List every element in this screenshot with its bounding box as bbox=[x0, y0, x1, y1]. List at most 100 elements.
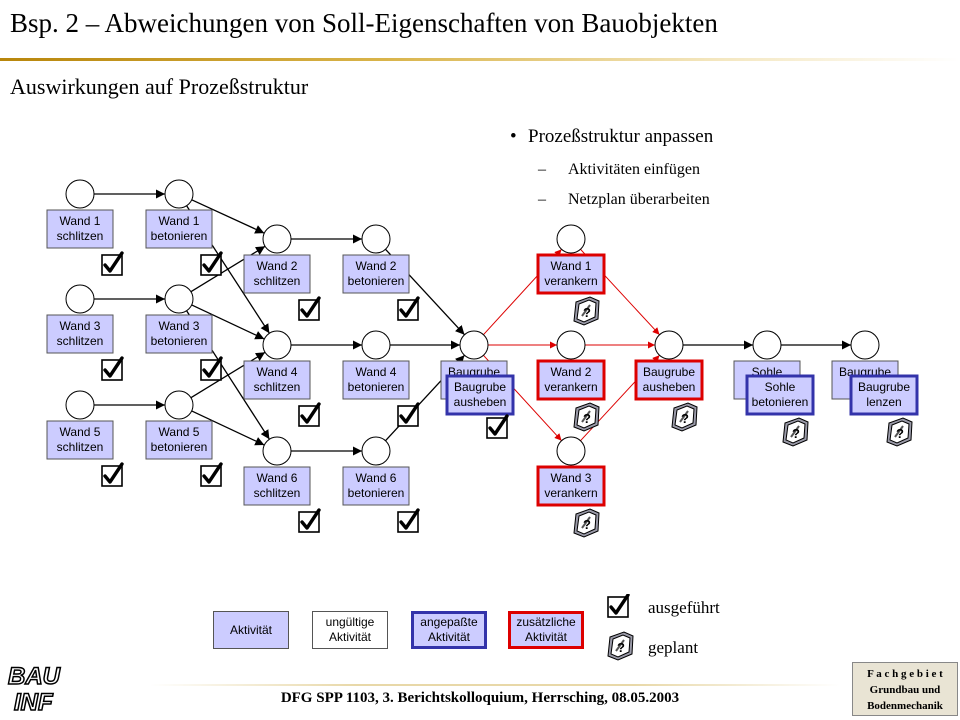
node-label-line: schlitzen bbox=[57, 229, 104, 243]
fachgebiet-logo: F a c h g e b i e t Grundbau und Bodenme… bbox=[852, 662, 958, 716]
logo-line-1: F a c h g e b i e t bbox=[867, 668, 943, 680]
page-title: Bsp. 2 – Abweichungen von Soll-Eigenscha… bbox=[10, 8, 718, 38]
activity-node-sb[interactable]: SohlebSohlebetonieren bbox=[733, 330, 815, 447]
node-label-line: schlitzen bbox=[254, 380, 301, 394]
event-circle bbox=[361, 436, 391, 466]
node-label-line: Baugrube bbox=[858, 380, 910, 394]
sub-bullet-1: Aktivitäten einfügen bbox=[568, 161, 700, 178]
node-label-line: betonieren bbox=[348, 274, 405, 288]
node-label-line: Wand 1 bbox=[159, 214, 200, 228]
node-label-line: lenzen bbox=[866, 395, 901, 409]
event-circle bbox=[262, 436, 292, 466]
check-icon bbox=[100, 251, 124, 277]
event-circle bbox=[556, 330, 586, 360]
node-label-line: ausheben bbox=[454, 395, 507, 409]
node-label-line: Wand 1 bbox=[60, 214, 101, 228]
node-label-line: Baugrube bbox=[454, 380, 506, 394]
node-label-line: Wand 2 bbox=[257, 259, 298, 273]
legend-done-label: ausgeführt bbox=[648, 598, 720, 617]
check-icon bbox=[396, 402, 420, 428]
node-label-line: Wand 5 bbox=[159, 425, 200, 439]
planned-icon bbox=[782, 417, 809, 447]
node-label-line: Wand 3 bbox=[159, 319, 200, 333]
check-icon bbox=[100, 356, 124, 382]
logo-line-2: Grundbau und bbox=[869, 684, 941, 696]
check-icon bbox=[199, 462, 223, 488]
page-subtitle: Auswirkungen auf Prozeßstruktur bbox=[10, 74, 309, 99]
node-label-line: Wand 4 bbox=[356, 365, 397, 379]
legend-check-icon bbox=[606, 594, 630, 619]
event-circle bbox=[164, 390, 194, 420]
planned-icon bbox=[886, 417, 913, 447]
node-label-line: Wand 3 bbox=[60, 319, 101, 333]
sub-dash-2: – bbox=[538, 191, 546, 208]
node-label-line: verankern bbox=[544, 274, 597, 288]
node-label-line: schlitzen bbox=[57, 440, 104, 454]
node-label-line: ausheben bbox=[643, 380, 696, 394]
node-label-line: Wand 1 bbox=[551, 259, 592, 273]
node-label-line: verankern bbox=[544, 380, 597, 394]
legend-additional-label: zusätzliche Aktivität bbox=[516, 615, 576, 644]
check-icon bbox=[199, 356, 223, 382]
footer-text: DFG SPP 1103, 3. Berichtskolloquium, Her… bbox=[280, 690, 680, 706]
bullet-main: Prozeßstruktur anpassen bbox=[528, 126, 714, 147]
activity-node-bga[interactable]: BaugrubeaBaugrubeausheben bbox=[440, 330, 515, 440]
edge-w3b-w4s bbox=[191, 304, 265, 340]
legend-additional-activity: zusätzliche Aktivität bbox=[508, 611, 584, 649]
logo-line-3: Bodenmechanik bbox=[867, 700, 943, 712]
legend-invalid-label: ungültige Aktivität bbox=[325, 615, 375, 644]
node-label-line: Wand 6 bbox=[356, 471, 397, 485]
check-icon bbox=[100, 462, 124, 488]
check-icon bbox=[297, 296, 321, 322]
check-icon bbox=[297, 508, 321, 534]
title-divider bbox=[0, 58, 960, 61]
edge-w5b-w6s bbox=[191, 410, 265, 446]
check-icon bbox=[199, 251, 223, 277]
node-label-line: schlitzen bbox=[57, 334, 104, 348]
legend-invalid-activity: ungültige Aktivität bbox=[312, 611, 388, 649]
node-label-line: betonieren bbox=[752, 395, 809, 409]
footer-divider bbox=[150, 684, 840, 686]
node-label-line: Wand 2 bbox=[356, 259, 397, 273]
node-label-line: betonieren bbox=[151, 440, 208, 454]
node-label-line: Wand 5 bbox=[60, 425, 101, 439]
event-circle bbox=[361, 224, 391, 254]
event-circle bbox=[262, 224, 292, 254]
node-label-line: Wand 4 bbox=[257, 365, 298, 379]
planned-icon bbox=[671, 402, 698, 432]
node-label-line: betonieren bbox=[348, 380, 405, 394]
event-circle bbox=[262, 330, 292, 360]
node-label-line: Wand 3 bbox=[551, 471, 592, 485]
legend-activity: Aktivität bbox=[213, 611, 289, 649]
node-label-line: Baugrube bbox=[643, 365, 695, 379]
node-label-line: verankern bbox=[544, 486, 597, 500]
event-circle bbox=[556, 224, 586, 254]
event-circle bbox=[65, 390, 95, 420]
check-icon bbox=[485, 414, 509, 440]
event-circle bbox=[65, 179, 95, 209]
node-label-line: schlitzen bbox=[254, 274, 301, 288]
node-label-line: betonieren bbox=[151, 229, 208, 243]
event-circle bbox=[654, 330, 684, 360]
check-icon bbox=[297, 402, 321, 428]
sub-dash-1: – bbox=[538, 161, 546, 178]
event-circle bbox=[752, 330, 782, 360]
